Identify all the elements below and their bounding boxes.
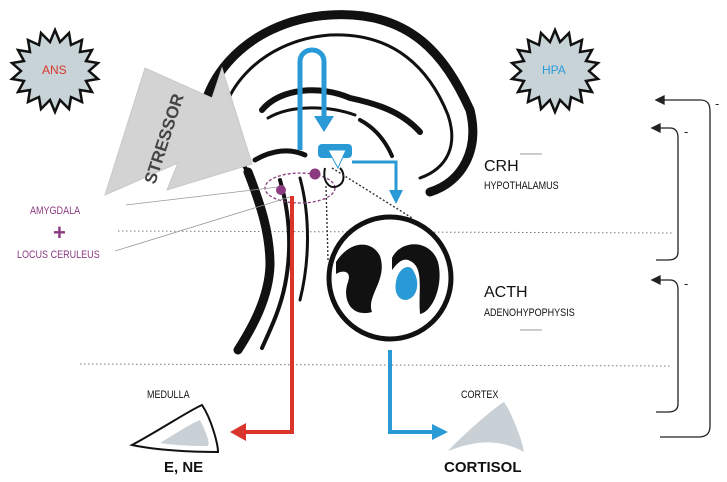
amygdala-label: AMYGDALA bbox=[30, 205, 80, 217]
adenohypophysis-label: ADENOHYPOPHYSIS bbox=[484, 307, 575, 319]
medulla-output-label: E, NE bbox=[164, 459, 203, 476]
hpa-descending-arrow bbox=[300, 50, 324, 150]
locus-ceruleus-dot bbox=[310, 169, 321, 180]
feedback-bracket-outer bbox=[658, 100, 710, 437]
feedback-arrowhead-lower bbox=[652, 276, 660, 284]
plus-sign: + bbox=[53, 220, 66, 246]
adrenal-medulla-icon bbox=[132, 405, 218, 452]
hpa-badge-label: HPA bbox=[542, 63, 566, 77]
amygdala-dot bbox=[276, 185, 286, 195]
pituitary-circle-icon bbox=[329, 217, 451, 339]
feedback-bracket-lower bbox=[655, 280, 678, 412]
feedback-sign-upper: - bbox=[684, 124, 688, 139]
hypothalamus-shape bbox=[318, 144, 352, 187]
sympathetic-arrowhead bbox=[230, 423, 246, 441]
hypothalamus-label: HYPOTHALAMUS bbox=[484, 180, 559, 192]
acth-label: ACTH bbox=[484, 284, 528, 302]
ans-badge-label: ANS bbox=[42, 63, 67, 77]
cortex-label: CORTEX bbox=[461, 389, 498, 401]
feedback-arrowhead-outer bbox=[656, 96, 664, 104]
crh-to-pituitary-arrow bbox=[352, 162, 396, 192]
acth-to-cortex-arrowhead bbox=[432, 424, 448, 440]
feedback-sign-lower: - bbox=[684, 276, 688, 291]
cortex-output-label: CORTISOL bbox=[444, 459, 522, 476]
medulla-label: MEDULLA bbox=[147, 389, 190, 401]
feedback-bracket-upper bbox=[655, 128, 678, 260]
hpa-descending-arrowhead bbox=[314, 116, 334, 132]
locus-ceruleus-label: LOCUS CERULEUS bbox=[17, 249, 100, 261]
feedback-sign-outer: - bbox=[715, 96, 719, 111]
crh-label: CRH bbox=[484, 158, 519, 176]
feedback-arrowhead-upper bbox=[652, 124, 660, 132]
acth-to-cortex-arrow bbox=[390, 350, 434, 432]
adrenal-cortex-icon bbox=[448, 402, 524, 452]
separator-line-lower bbox=[80, 364, 672, 366]
stressor-arrow-icon bbox=[105, 68, 252, 195]
crh-to-pituitary-arrowhead bbox=[389, 190, 403, 204]
feedback-brackets bbox=[652, 96, 710, 437]
